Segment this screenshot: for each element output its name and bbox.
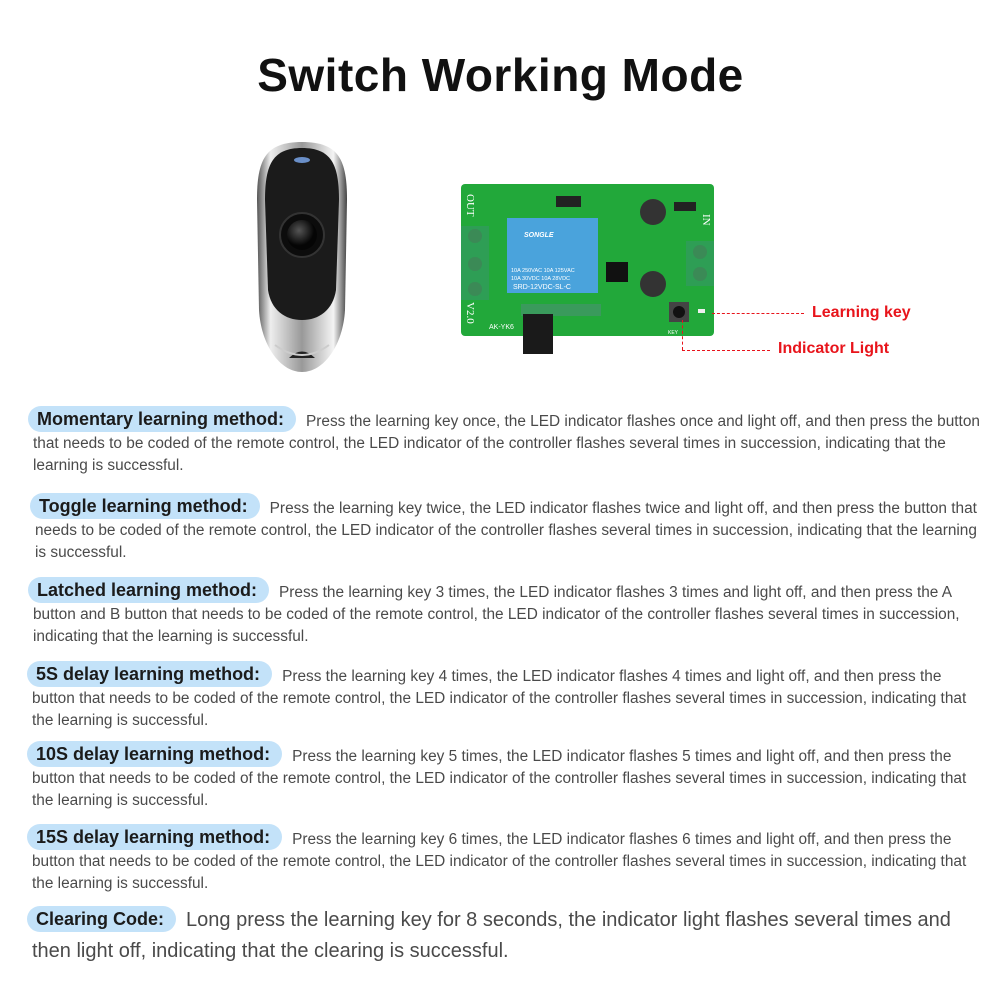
- method-label: Latched learning method:: [28, 577, 270, 603]
- method-text: Long press the learning key for 8 second…: [32, 909, 951, 962]
- relay-model: SRD-12VDC-SL-C: [513, 284, 571, 291]
- method-label: Momentary learning method:: [28, 406, 297, 432]
- indicator-light-callout: Indicator Light: [778, 340, 890, 357]
- method-label: 10S delay learning method:: [27, 741, 283, 767]
- method-clearing-code: Clearing Code:Long press the learning ke…: [27, 905, 980, 967]
- method-label: 15S delay learning method:: [27, 824, 283, 850]
- key-label: KEY: [668, 330, 679, 336]
- method-text: Press the learning key 4 times, the LED …: [32, 668, 967, 729]
- learning-key-callout: Learning key: [812, 304, 911, 321]
- method-15s-delay: 15S delay learning method:Press the lear…: [27, 824, 980, 895]
- method-10s-delay: 10S delay learning method:Press the lear…: [27, 741, 980, 812]
- method-text: Press the learning key 6 times, the LED …: [32, 831, 967, 892]
- method-text: Press the learning key 3 times, the LED …: [33, 584, 960, 645]
- relay-brand: SONGLE: [524, 232, 554, 239]
- indicator-dashed-line-v: [682, 320, 683, 350]
- indicator-dashed-line-h: [682, 350, 770, 351]
- pcb-board-image: OUT IN V2.0 SONGLE 10A 250VAC 10A 125VAC…: [461, 184, 714, 354]
- method-text: Press the learning key once, the LED ind…: [33, 413, 980, 474]
- method-latched: Latched learning method:Press the learni…: [28, 577, 981, 648]
- method-label: 5S delay learning method:: [27, 661, 273, 687]
- method-text: Press the learning key twice, the LED in…: [35, 500, 977, 561]
- method-text: Press the learning key 5 times, the LED …: [32, 748, 967, 809]
- version-label: V2.0: [464, 302, 476, 324]
- method-momentary: Momentary learning method:Press the lear…: [28, 406, 981, 477]
- method-label: Toggle learning method:: [30, 493, 260, 519]
- learning-key-dashed-line: [712, 313, 804, 314]
- relay-spec-1: 10A 250VAC 10A 125VAC: [511, 268, 575, 274]
- method-label: Clearing Code:: [27, 906, 177, 932]
- board-label: AK-YK6: [489, 324, 514, 331]
- method-5s-delay: 5S delay learning method:Press the learn…: [27, 661, 980, 732]
- out-label: OUT: [464, 194, 476, 217]
- relay-spec-2: 10A 30VDC 10A 28VDC: [511, 276, 570, 282]
- page-title: Switch Working Mode: [257, 49, 744, 101]
- method-toggle: Toggle learning method:Press the learnin…: [30, 493, 983, 564]
- remote-control-image: [257, 142, 347, 372]
- in-label: IN: [700, 214, 712, 226]
